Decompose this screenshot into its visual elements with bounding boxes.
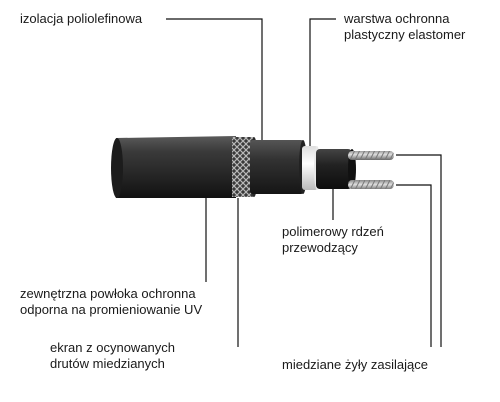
leader-wire-upper <box>396 154 442 347</box>
label-copper-conductors: miedziane żyły zasilające <box>282 357 428 373</box>
label-polymer-core: polimerowy rdzeń przewodzący <box>282 224 384 256</box>
label-outer-sheath-line2: odporna na promieniowanie UV <box>20 302 203 317</box>
label-elastomer-line1: warstwa ochronna <box>344 11 450 26</box>
elastomer-layer <box>302 146 318 190</box>
label-braid-line2: drutów miedzianych <box>50 356 165 371</box>
label-braid-shield: ekran z ocynowanych drutów miedzianych <box>50 340 175 372</box>
insulation <box>250 140 304 194</box>
label-polyolefin-insulation: izolacja poliolefinowa <box>20 11 142 27</box>
leader-insulation <box>166 18 263 140</box>
outer-sheath <box>112 136 236 198</box>
conductor-lower <box>348 180 394 189</box>
leader-elastomer <box>309 18 336 146</box>
label-outer-sheath: zewnętrzna powłoka ochronna odporna na p… <box>20 286 202 318</box>
label-polymer-core-line1: polimerowy rdzeń <box>282 224 384 239</box>
braid-shield <box>232 137 254 197</box>
cable-body <box>111 136 394 198</box>
label-elastomer-layer: warstwa ochronna plastyczny elastomer <box>344 11 465 43</box>
label-braid-line1: ekran z ocynowanych <box>50 340 176 355</box>
leader-wire-lower <box>396 184 432 347</box>
leader-lines <box>166 18 442 347</box>
label-polymer-core-line2: przewodzący <box>282 240 358 255</box>
label-elastomer-line2: plastyczny elastomer <box>344 27 466 42</box>
label-outer-sheath-line1: zewnętrzna powłoka ochronna <box>20 286 196 301</box>
polymer-core <box>316 149 352 189</box>
label-copper-conductors-text: miedziane żyły zasilające <box>282 357 428 372</box>
outer-sheath-end <box>111 138 123 198</box>
label-polyolefin-insulation-text: izolacja poliolefinowa <box>20 11 143 26</box>
conductor-upper <box>348 151 394 160</box>
